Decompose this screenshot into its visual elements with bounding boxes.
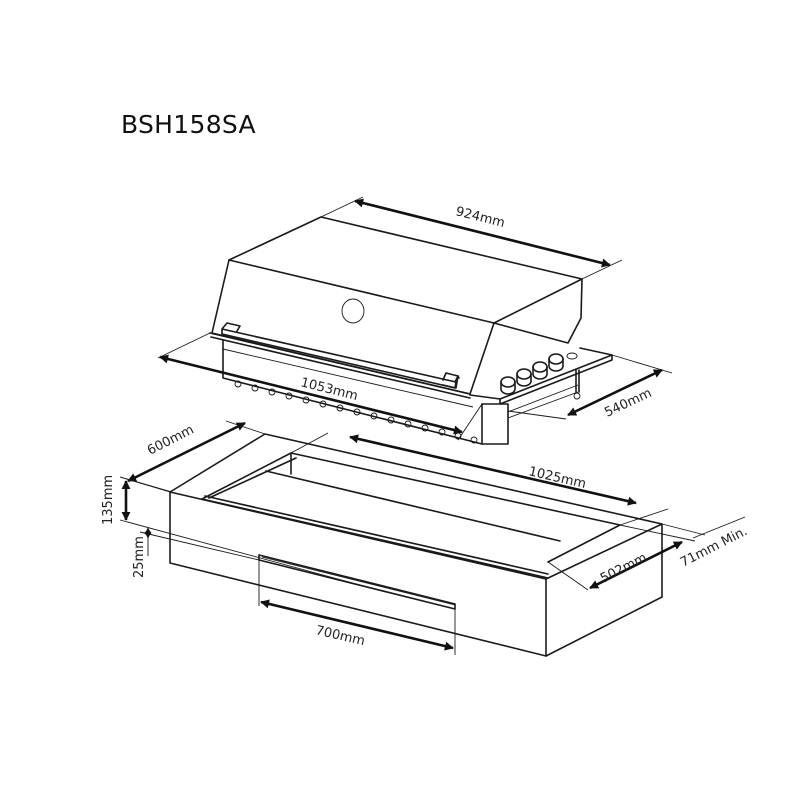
cutout-vent-slot (258, 554, 456, 610)
label-502: 502mm (598, 550, 649, 586)
knob-icon (532, 361, 548, 373)
temperature-gauge-icon (341, 298, 365, 324)
dim-1025-line (349, 434, 637, 506)
label-135: 135mm (101, 475, 116, 525)
label-25: 25mm (132, 536, 147, 578)
cutout-box (169, 433, 663, 657)
cutout-side (545, 523, 663, 657)
dimension-lines: 924mm 1053mm 540mm 600mm 1025mm 502mm 71… (101, 196, 750, 655)
label-600: 600mm (145, 422, 196, 458)
grill-hood-side (493, 278, 583, 344)
knob-icon (500, 376, 516, 388)
dim-1053-line (159, 354, 463, 435)
grill-hood-top (228, 216, 583, 324)
grill-handle (221, 322, 460, 389)
control-panel (469, 347, 613, 400)
label-700: 700mm (314, 623, 366, 649)
knob-icon (516, 368, 532, 380)
dim-502-line (589, 540, 683, 590)
label-540: 540mm (602, 386, 654, 421)
dim-700-line (260, 599, 454, 651)
ignition-button-icon (566, 352, 578, 360)
dim-924-line (354, 198, 611, 268)
cutout-front (169, 491, 547, 657)
control-knobs (500, 352, 578, 395)
model-title: BSH158SA (121, 110, 256, 139)
dim-600-line (127, 421, 246, 483)
label-1025: 1025mm (527, 464, 587, 492)
knob-icon (548, 353, 564, 365)
dim-540-line (567, 368, 663, 417)
